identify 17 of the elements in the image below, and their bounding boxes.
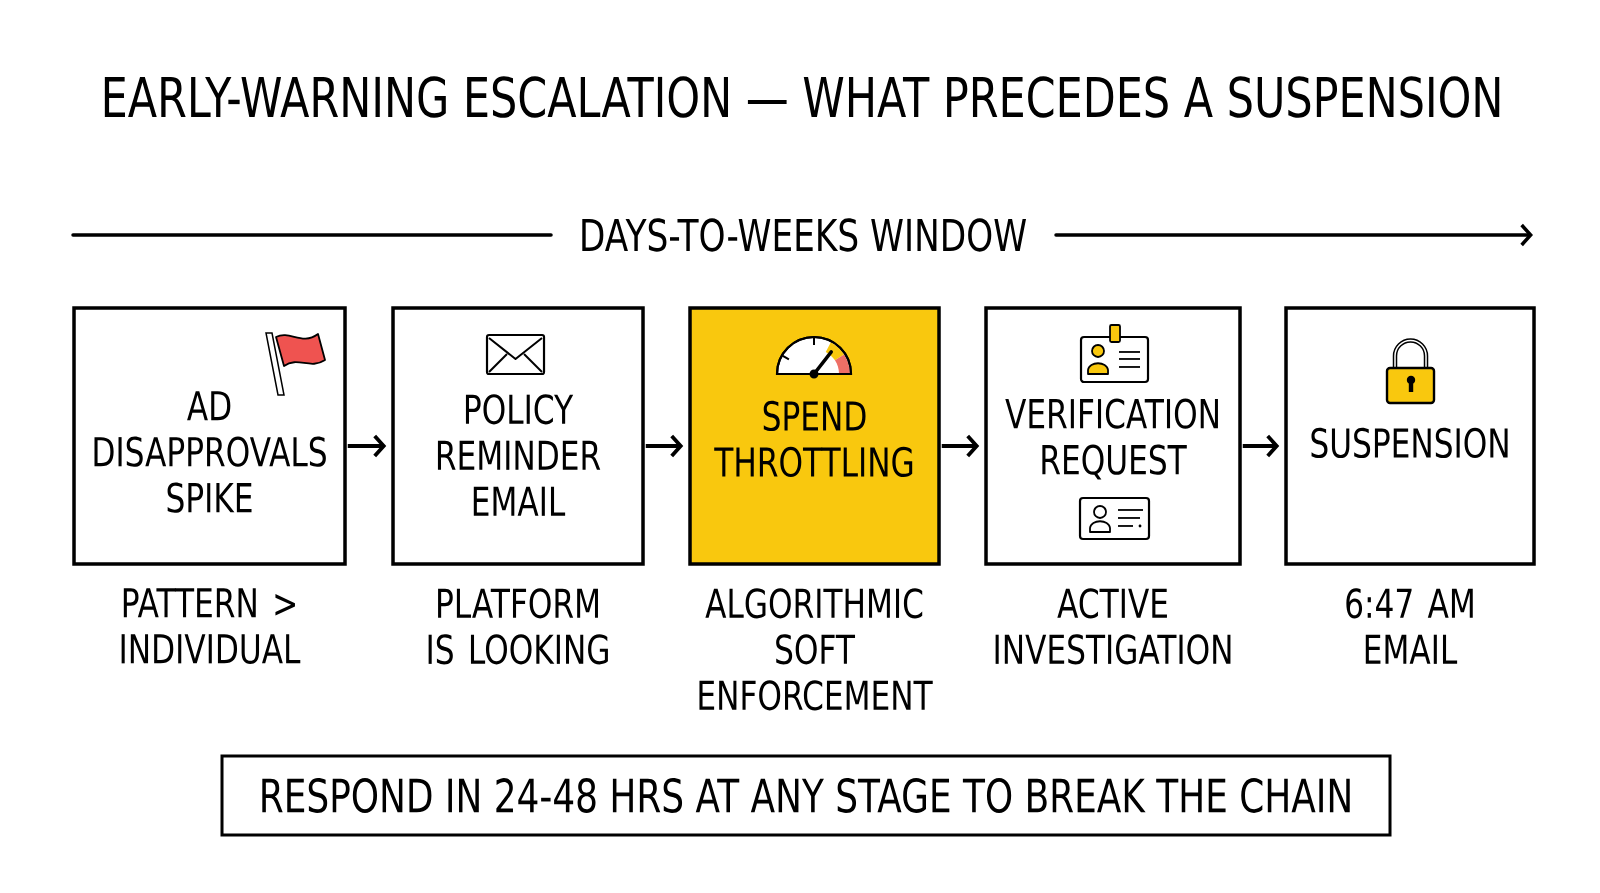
process-box: AD DISAPPROVALS SPIKE: [72, 306, 347, 566]
stage-caption: PATTERN > INDIVIDUAL: [121, 588, 301, 664]
process-box: POLICY REMINDER EMAIL: [391, 306, 645, 566]
process-box: SUSPENSION: [1284, 306, 1536, 566]
process-box: SPEND THROTTLING: [688, 306, 941, 566]
arrow: [347, 434, 387, 458]
timeline-label: DAYS-TO-WEEKS WINDOW: [582, 218, 1026, 252]
arrow: [1242, 434, 1280, 458]
arrow: [941, 434, 980, 458]
stage-caption: 6:47 AM EMAIL: [1346, 588, 1473, 664]
title: EARLY-WARNING ESCALATION — WHAT PRECEDES A SUSPENSION: [104, 76, 1500, 118]
callout-banner: RESPOND IN 24-48 HRS AT ANY STAGE TO BREAK THE CHAIN: [220, 754, 1392, 837]
stage-caption: ACTIVE INVESTIGATION: [995, 588, 1231, 665]
stage-caption: ALGORITHMIC SOFT ENFORCEMENT: [699, 588, 933, 711]
process-box: VERIFICATION REQUEST: [984, 306, 1242, 566]
stage-caption: PLATFORM IS LOOKING: [428, 588, 608, 665]
arrow: [645, 434, 684, 458]
